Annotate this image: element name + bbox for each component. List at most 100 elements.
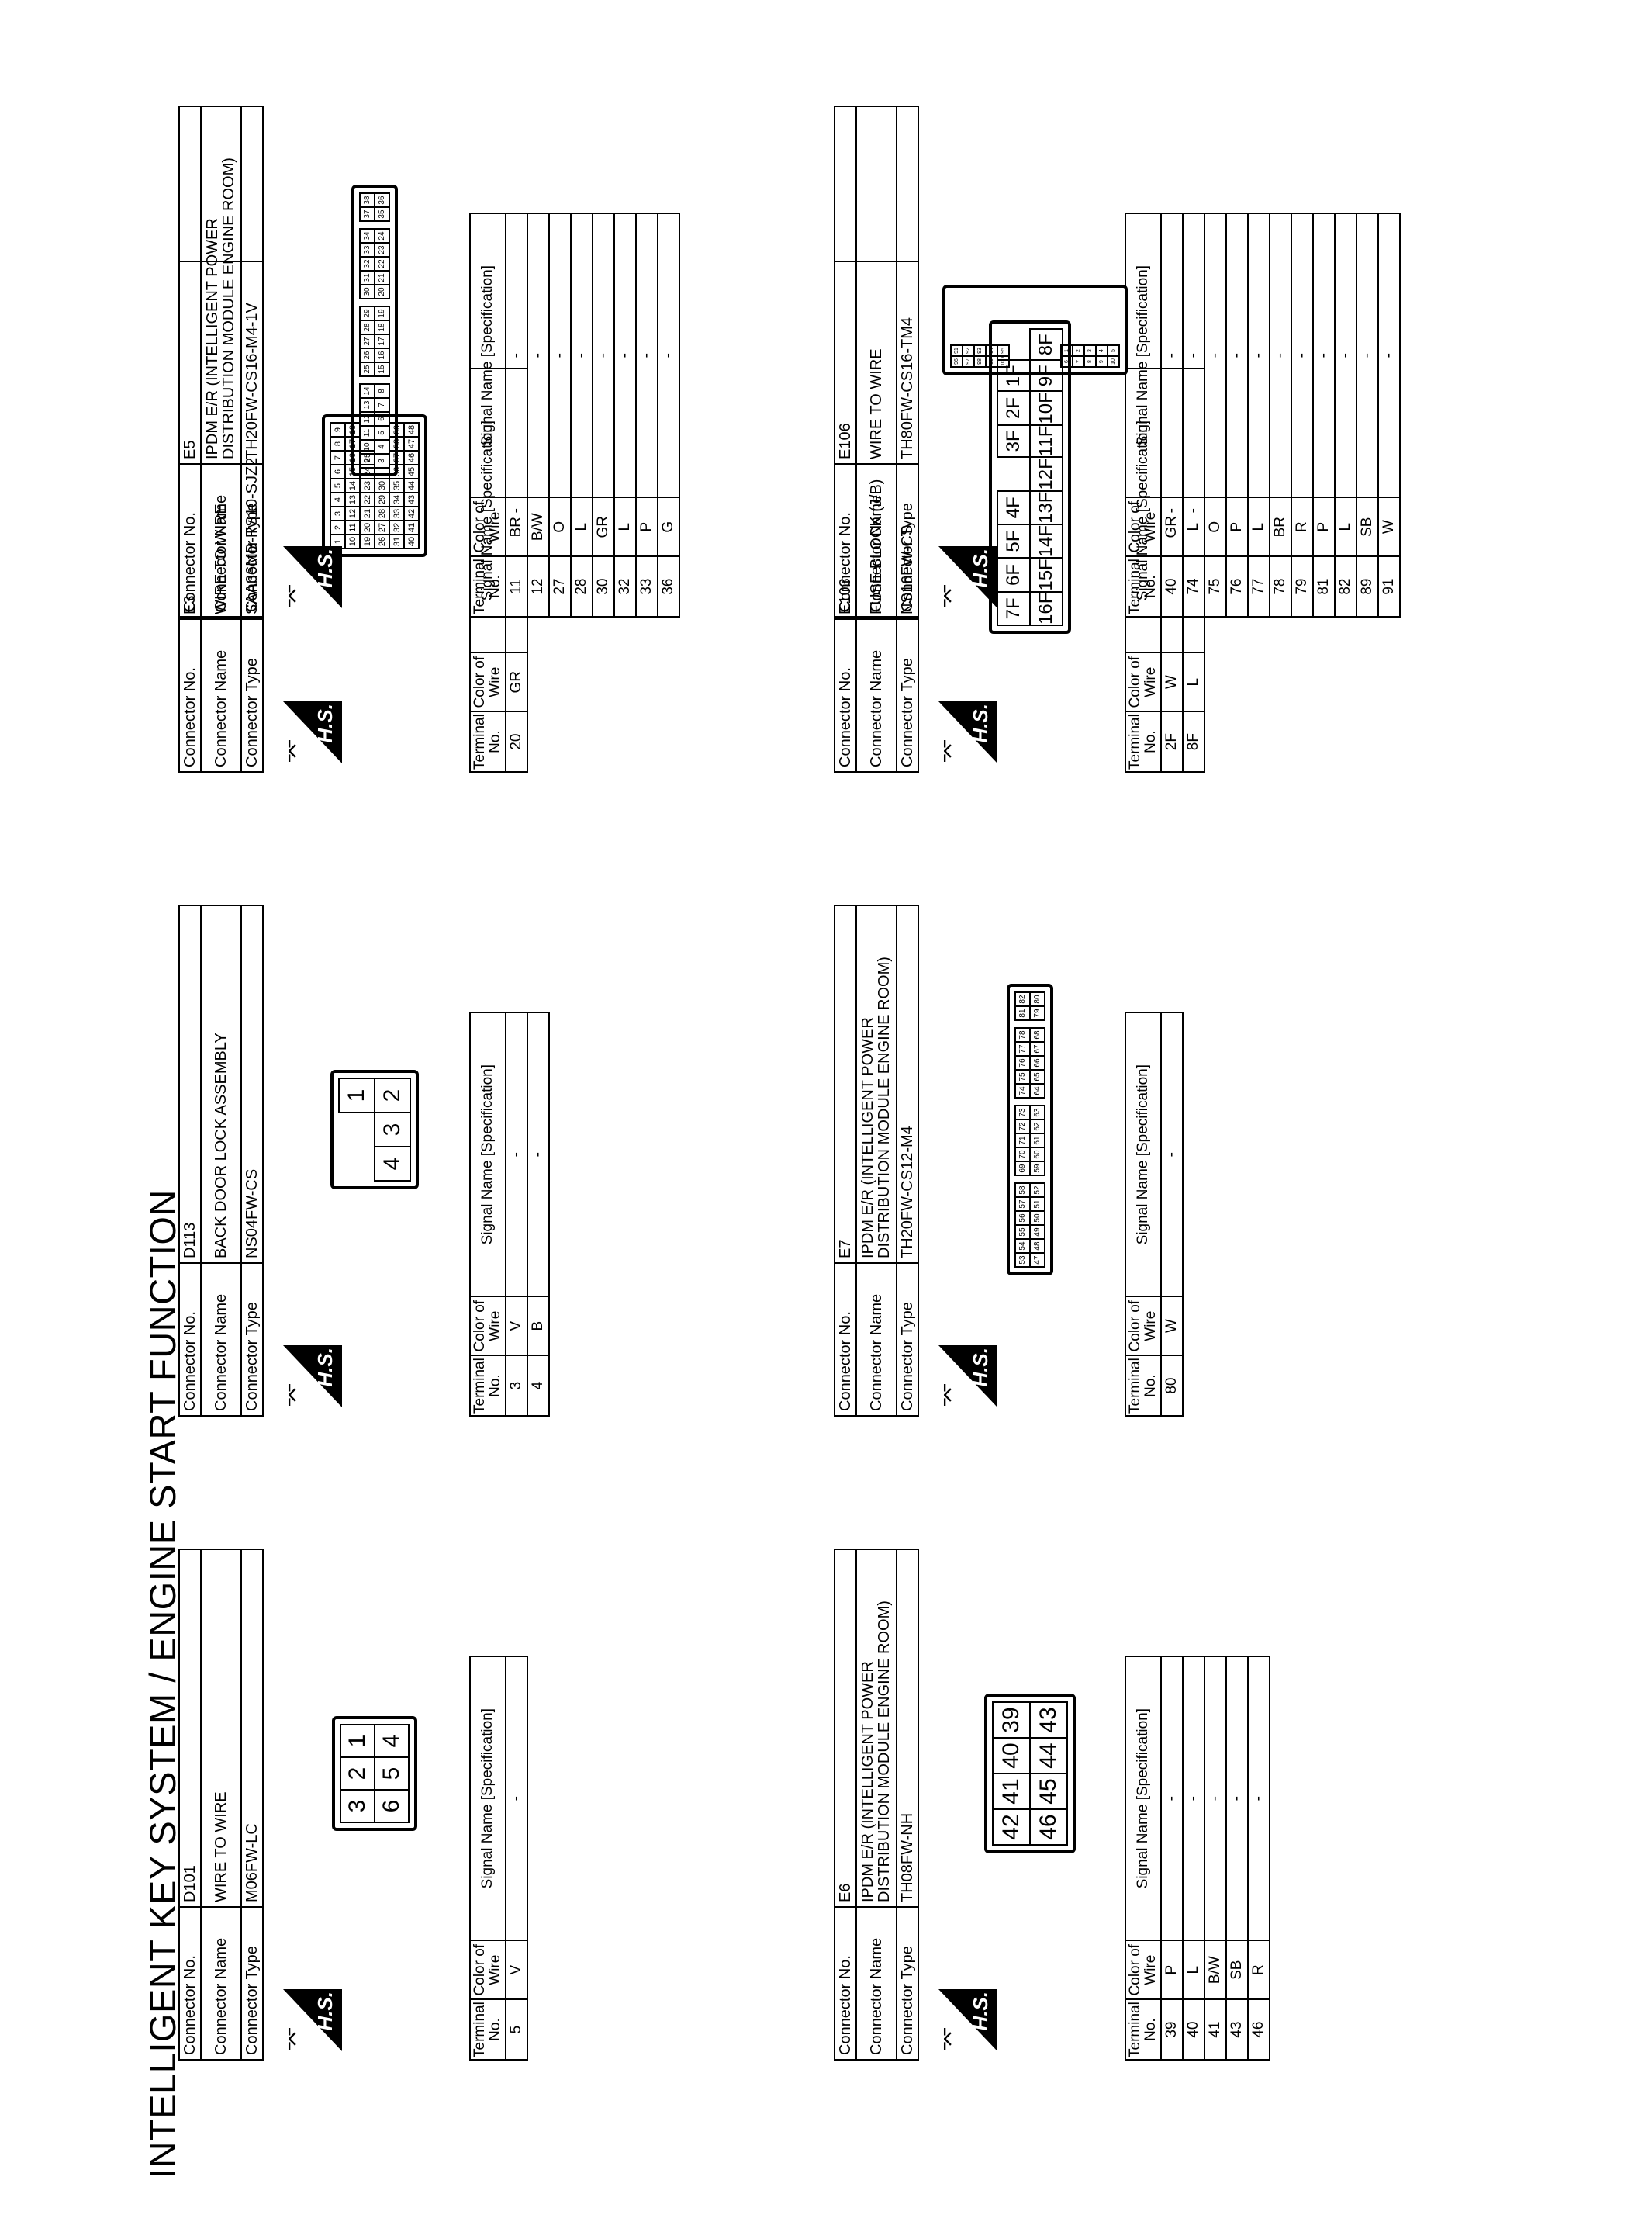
pin-cell: 93 [974, 345, 986, 356]
pin-row [1050, 293, 1061, 367]
pin-cell: 8 [375, 384, 389, 398]
color-of-wire-header: Color of Wire [470, 1296, 506, 1356]
pin-cell: 48 [1030, 1239, 1045, 1253]
pin-cell: 65 [1030, 1070, 1045, 1084]
pin-cell: 82 [1015, 992, 1030, 1006]
pin-cell: 46 [404, 451, 419, 465]
terminal-no: 76 [1225, 556, 1248, 617]
pin-cell: 26 [360, 348, 375, 362]
connector-no-row: Connector No.E5 [179, 106, 201, 617]
hs-label: H.S. [969, 1992, 992, 2031]
pin-cell: 55 [1015, 1225, 1030, 1239]
pin-cell [1009, 335, 1020, 340]
signal-name-header: Signal Name [Specification] [470, 213, 506, 498]
pin-cell: 34 [360, 229, 375, 243]
harness-side-badge: ⌤H.S. [937, 1989, 997, 2051]
color-of-wire-header: Color of Wire [1125, 1296, 1161, 1356]
pin-cell: 6 [330, 465, 345, 479]
pin-cell: 67 [1030, 1042, 1045, 1056]
connector-type-value: TH80FW-CS16-TM4 [897, 106, 918, 464]
connector-no-label: Connector No. [179, 619, 201, 772]
pin-cell [360, 376, 375, 384]
pin-cell: 5 [375, 1757, 409, 1790]
hs-label: H.S. [313, 1992, 337, 2031]
connector-no-row: Connector No.D101 [179, 1549, 201, 2060]
terminal-no-header: Terminal No. [470, 556, 506, 617]
signal-name-header: Signal Name [Specification] [470, 1012, 506, 1297]
terminal-no: 78 [1269, 556, 1291, 617]
signal-name: - [657, 213, 679, 498]
pin-cell [1030, 1020, 1045, 1028]
pin-cell: 10 [1108, 356, 1119, 367]
terminal-no-header: Terminal No. [1125, 711, 1161, 772]
pin-cell: 52 [1030, 1183, 1045, 1197]
wire-color: G [657, 497, 679, 557]
terminal-no-header: Terminal No. [1125, 556, 1161, 617]
pin-cell [1015, 1098, 1030, 1106]
pin-cell: 43 [1030, 1702, 1067, 1738]
pin-cell: 11F [1030, 424, 1063, 458]
pin-cell: 53 [1015, 1253, 1030, 1267]
pin-cell: 3 [375, 1113, 410, 1147]
color-of-wire-header: Color of Wire [1125, 652, 1161, 712]
terminal-no: 27 [548, 556, 571, 617]
pin-cell: 57 [1015, 1197, 1030, 1211]
connector-name-label: Connector Name [201, 619, 241, 772]
pin-cell: 26 [375, 535, 389, 549]
pin-cell [1009, 317, 1020, 321]
pin-cell [1020, 356, 1030, 367]
pin-cell: 12 [360, 412, 375, 426]
signal-name: - [1377, 213, 1400, 498]
pin-cell [1009, 330, 1020, 335]
pin-cell: 78 [1015, 1028, 1030, 1042]
pin-cell [339, 1147, 375, 1181]
pin-cell: 42 [993, 1809, 1030, 1845]
pin-cell: 30 [375, 479, 389, 493]
terminal-no: 75 [1204, 556, 1226, 617]
signal-name: - [505, 1012, 527, 1297]
pin-cell: 22 [360, 493, 375, 507]
pin-cell: 49 [1030, 1225, 1045, 1239]
terminal-no: 80 [1160, 1355, 1183, 1416]
pin-cell [339, 1113, 375, 1147]
pin-cell [1030, 293, 1040, 298]
wire-color: SB [1225, 1940, 1248, 2000]
hs-label: H.S. [313, 1348, 337, 1387]
connector-name-value: WIRE TO WIRE [856, 106, 897, 464]
pin-cell [1050, 307, 1061, 312]
signal-name: - [1182, 213, 1204, 498]
pin-cell: 96 [951, 356, 963, 367]
connector-no-value: E5 [179, 106, 201, 464]
signal-name: - [1312, 213, 1335, 498]
pin-cell [1030, 317, 1040, 321]
terminal-no: 28 [570, 556, 593, 617]
pin-cell: 15F [1030, 558, 1063, 592]
color-of-wire-header: Color of Wire [470, 497, 506, 557]
pin-cell: 79 [1030, 1006, 1045, 1020]
pin-cell: 28 [375, 507, 389, 521]
pin-cell [1050, 356, 1061, 367]
wire-color: P [1160, 1940, 1183, 2000]
pin-cell [1040, 307, 1050, 312]
harness-connector-icon: ⌤ [282, 1382, 306, 1407]
terminal-no: 5 [505, 1999, 527, 2060]
harness-side-badge: ⌤H.S. [937, 546, 997, 608]
signal-name: - [548, 213, 571, 498]
signal-name: - [1334, 213, 1357, 498]
